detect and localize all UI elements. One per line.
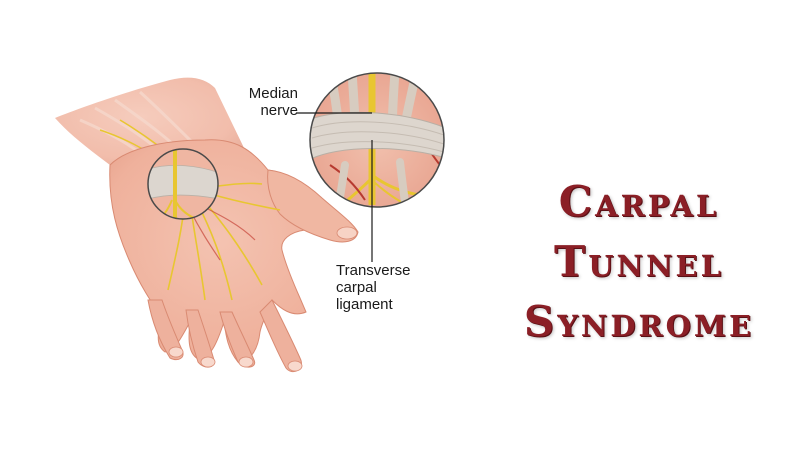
wrist-focus-circle	[147, 148, 219, 220]
inset-magnified-view	[309, 72, 445, 208]
fingers	[147, 299, 302, 373]
fingernails	[168, 346, 303, 372]
thumb	[267, 169, 359, 243]
median-nerve-label: Median nerve	[248, 85, 298, 119]
title-line-2: Tunnel	[553, 237, 725, 286]
thumbnail	[336, 226, 358, 240]
title-line-1: Carpal	[558, 177, 720, 226]
title-block: Carpal Tunnel Syndrome	[500, 172, 778, 352]
transverse-carpal-ligament-label: Transverse carpal ligament	[336, 262, 411, 313]
title-line-3: Syndrome	[523, 297, 755, 346]
